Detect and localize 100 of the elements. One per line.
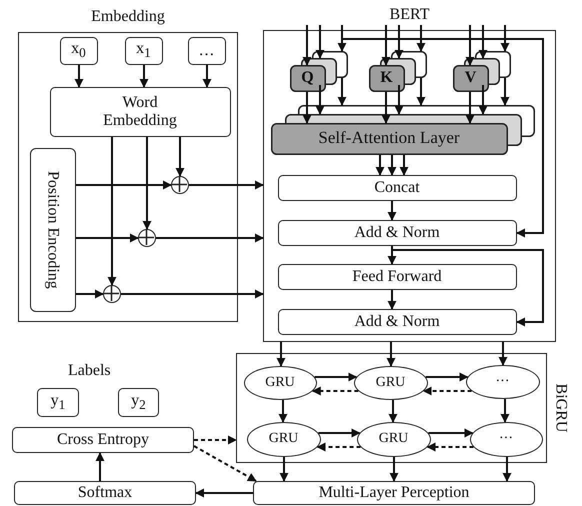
arrow bbox=[416, 25, 426, 52]
dashed-arrow bbox=[194, 445, 257, 482]
group-title: BERT bbox=[390, 6, 430, 24]
arrow bbox=[189, 180, 264, 190]
arrow bbox=[416, 78, 426, 106]
process-box bbox=[30, 148, 76, 312]
process-box bbox=[50, 86, 230, 136]
arrow bbox=[400, 155, 408, 176]
arrow bbox=[142, 137, 152, 230]
process-box bbox=[60, 36, 98, 64]
arrow bbox=[500, 398, 510, 423]
sum-circle bbox=[170, 176, 188, 194]
arrow bbox=[338, 78, 346, 106]
gru-ellipse bbox=[356, 422, 430, 456]
gru-ellipse bbox=[246, 422, 320, 456]
sum-circle bbox=[138, 228, 156, 246]
arrow bbox=[76, 290, 104, 298]
node-label: Self-Attention Layer bbox=[317, 127, 461, 150]
arrow bbox=[338, 25, 346, 52]
arrow bbox=[316, 85, 324, 115]
arrow bbox=[376, 155, 384, 176]
stacked-layer-box bbox=[452, 50, 510, 92]
process-box bbox=[124, 36, 162, 64]
arrow bbox=[302, 25, 312, 66]
gru-ellipse bbox=[244, 366, 316, 400]
arrow bbox=[500, 25, 510, 52]
arrow bbox=[96, 452, 104, 481]
section-label: Labels bbox=[68, 362, 111, 380]
arrow bbox=[500, 78, 510, 106]
arrow bbox=[74, 65, 84, 88]
arrow bbox=[390, 457, 398, 482]
process-box bbox=[37, 388, 79, 417]
arrow bbox=[76, 180, 172, 190]
group-title: Embedding bbox=[91, 8, 165, 26]
arrow bbox=[195, 488, 253, 498]
node-label: ··· bbox=[499, 431, 513, 447]
process-box bbox=[118, 388, 159, 417]
node-label: K bbox=[379, 68, 394, 88]
arrow bbox=[478, 25, 488, 59]
node-label: Position Encoding bbox=[44, 170, 62, 288]
arrow bbox=[176, 137, 184, 177]
arrow bbox=[386, 342, 396, 367]
node-label: y$_{1}$ bbox=[50, 392, 66, 413]
arrow bbox=[426, 372, 469, 382]
sum-circle bbox=[102, 284, 120, 302]
gru-ellipse bbox=[354, 366, 428, 400]
arrow bbox=[382, 25, 390, 66]
arrow bbox=[388, 155, 396, 176]
node-label: Word Embedding bbox=[102, 94, 178, 130]
arrow bbox=[302, 92, 312, 124]
arrow bbox=[280, 457, 288, 482]
stacked-layer-box bbox=[368, 50, 426, 92]
group-title: BiGRU bbox=[552, 384, 570, 432]
arrow bbox=[76, 234, 139, 242]
process-box bbox=[188, 36, 226, 64]
arrow bbox=[202, 65, 212, 88]
arrow bbox=[466, 25, 474, 66]
stacked-layer-box bbox=[290, 50, 348, 92]
arrow bbox=[314, 372, 358, 382]
dashed-arrow bbox=[316, 442, 361, 452]
node-label: y$_{2}$ bbox=[131, 392, 146, 413]
node-label: x$_{1}$ bbox=[136, 40, 151, 61]
arrow bbox=[318, 428, 361, 438]
node-label: Add & Norm bbox=[354, 312, 440, 330]
node-label: Cross Entropy bbox=[57, 431, 149, 449]
arrow bbox=[388, 201, 396, 221]
arrow bbox=[478, 85, 488, 115]
process-box bbox=[253, 481, 535, 505]
process-box bbox=[278, 174, 516, 200]
arrow bbox=[140, 65, 148, 88]
node-label: GRU bbox=[268, 431, 298, 447]
process-box bbox=[278, 308, 516, 334]
arrow bbox=[382, 92, 390, 124]
node-label: GRU bbox=[265, 374, 295, 390]
arrow bbox=[156, 234, 264, 242]
node-label: Feed Forward bbox=[352, 268, 442, 286]
arrow bbox=[108, 137, 116, 286]
node-label: Concat bbox=[374, 178, 420, 196]
stacked-layer-box bbox=[270, 104, 534, 154]
arrow bbox=[502, 457, 512, 482]
node-label: V bbox=[464, 68, 478, 88]
gru-ellipse bbox=[466, 364, 540, 398]
process-box bbox=[278, 264, 516, 290]
arrow bbox=[121, 290, 264, 298]
process-box bbox=[278, 220, 516, 246]
gru-ellipse bbox=[470, 422, 542, 456]
dashed-arrow bbox=[426, 442, 474, 452]
process-box bbox=[12, 427, 194, 453]
arrow bbox=[388, 290, 396, 310]
node-label: x$_{0}$ bbox=[71, 40, 86, 61]
node-label: Q bbox=[300, 68, 315, 88]
arrow bbox=[428, 428, 474, 438]
arrow bbox=[388, 400, 398, 423]
process-box bbox=[14, 481, 196, 505]
node-label: Softmax bbox=[78, 484, 132, 502]
node-label: … bbox=[198, 42, 214, 60]
arrow bbox=[316, 25, 324, 59]
node-label: ··· bbox=[496, 374, 510, 390]
arrow bbox=[391, 246, 544, 326]
dashed-arrow bbox=[422, 386, 472, 396]
